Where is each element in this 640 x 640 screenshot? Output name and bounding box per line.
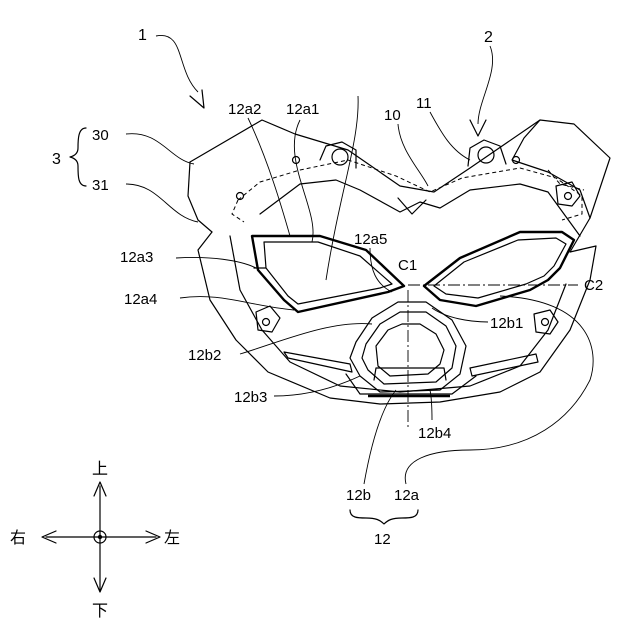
- label-12a-bottom: 12a: [394, 487, 420, 504]
- cowl-upper-left-edge: [188, 162, 212, 232]
- label-12b4: 12b4: [418, 425, 451, 442]
- direction-up-label: 上: [92, 459, 108, 478]
- mount-tab-right: [468, 140, 506, 166]
- label-2: 2: [484, 29, 493, 46]
- cowl-upper-right-inner: [512, 120, 590, 218]
- leader-2: [478, 46, 493, 124]
- label-12a4: 12a4: [124, 291, 157, 308]
- direction-down-label: 下: [92, 601, 108, 620]
- housing-dashed-right: [548, 170, 584, 190]
- label-12a3: 12a3: [120, 249, 153, 266]
- leader-30: [126, 134, 194, 164]
- brace-12: [350, 510, 418, 524]
- label-30: 30: [92, 127, 109, 144]
- mount-tab-left: [320, 142, 356, 168]
- label-c2: C2: [584, 277, 603, 294]
- label-12a5: 12a5: [354, 231, 387, 248]
- label-12b1: 12b1: [490, 315, 523, 332]
- label-12a2: 12a2: [228, 101, 261, 118]
- center-lamp-lower: [374, 368, 446, 380]
- label-12b3: 12b3: [234, 389, 267, 406]
- leader-31: [126, 184, 198, 222]
- label-12b: 12b: [346, 487, 371, 504]
- leader-12a2: [248, 118, 290, 236]
- hole-5: [263, 319, 270, 326]
- lower-body-outline: [198, 232, 596, 404]
- label-1: 1: [138, 27, 147, 44]
- leader-12a3: [176, 257, 256, 268]
- direction-left-label: 左: [164, 528, 180, 547]
- hole-6: [542, 319, 549, 326]
- leader-12b2: [240, 324, 372, 354]
- leader-12a-top: [326, 96, 358, 280]
- label-c1: C1: [398, 257, 417, 274]
- boss-right-upper: [556, 182, 580, 206]
- label-10: 10: [384, 107, 401, 124]
- leader-12b1: [432, 308, 488, 322]
- leader-11: [430, 112, 470, 160]
- label-11: 11: [416, 95, 432, 112]
- direction-right-label: 右: [10, 528, 26, 547]
- label-3: 3: [52, 151, 61, 168]
- label-12: 12: [374, 531, 391, 548]
- leader-12a4: [180, 297, 294, 310]
- inner-housing-line: [260, 180, 580, 236]
- brace-3: [70, 128, 86, 186]
- leader-10: [398, 124, 428, 186]
- direction-compass: [42, 482, 160, 592]
- housing-dashed-left: [232, 200, 244, 222]
- label-12a1: 12a1: [286, 101, 319, 118]
- right-lamp-inner: [434, 238, 566, 298]
- label-31: 31: [92, 177, 109, 194]
- label-12b2: 12b2: [188, 347, 221, 364]
- leader-1-arrow: [190, 90, 204, 108]
- left-wing-lamp: [284, 352, 352, 372]
- leader-1: [156, 35, 198, 92]
- hole-4: [565, 193, 572, 200]
